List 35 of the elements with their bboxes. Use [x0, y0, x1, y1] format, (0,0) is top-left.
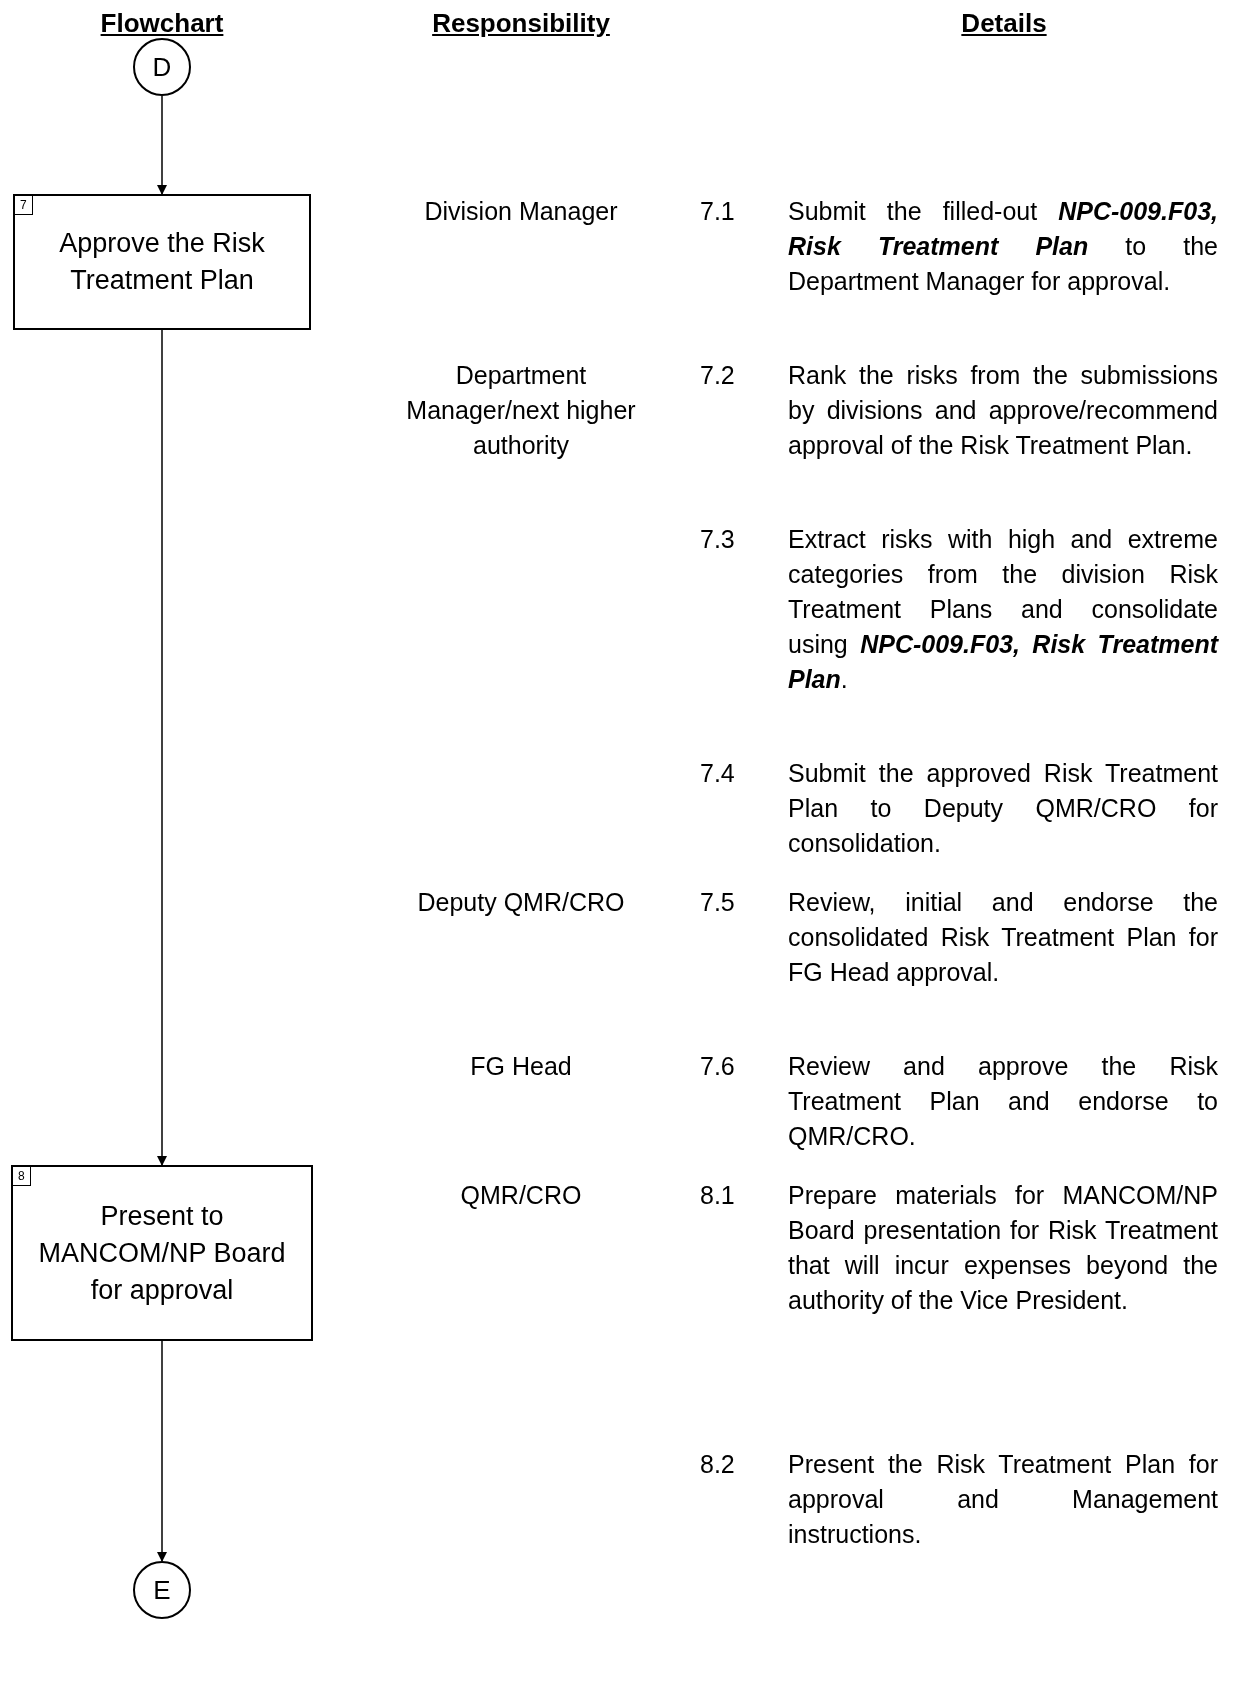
detail-text: Submit the approved Risk Treatment Plan to Deputy QMR/CRO for consolidation.: [788, 758, 1218, 859]
step-number: 7.6: [700, 1051, 736, 1082]
step-number: 7.2: [700, 360, 736, 391]
step-number: 7: [15, 196, 33, 215]
step-number: 7.1: [700, 196, 736, 227]
detail-text: Present the Risk Treatment Plan for approval and Management instructions.: [788, 1449, 1218, 1550]
responsibility-text: QMR/CRO: [459, 1180, 583, 1211]
responsibility-text: Deputy QMR/CRO: [416, 887, 626, 918]
detail-text: Prepare materials for MANCOM/NP Board presentation for Risk Treatment that will incur expenses beyond the authority of the Vice President.: [788, 1180, 1218, 1316]
column-header: Responsibility: [431, 8, 611, 39]
responsibility-text: Department Manager/next higher authority: [405, 360, 637, 461]
detail-text: Review and approve the Risk Treatment Plan and endorse to QMR/CRO.: [788, 1051, 1218, 1152]
step-number: 7.4: [700, 758, 736, 789]
responsibility-text: FG Head: [469, 1051, 573, 1082]
step-number: 8: [13, 1167, 31, 1186]
process-box: [11, 1165, 313, 1341]
detail-text: Extract risks with high and extreme categories from the division Risk Treatment Plans and consolidate using NPC-009.F03, Risk Treatment Plan.: [788, 524, 1218, 695]
arrow: [157, 329, 167, 1166]
step-number: 7.3: [700, 524, 736, 555]
step-number: 7.5: [700, 887, 736, 918]
arrow: [157, 1340, 167, 1562]
detail-text: Submit the filled-out NPC-009.F03, Risk Treatment Plan to the Department Manager for approval.: [788, 196, 1218, 297]
detail-text: Review, initial and endorse the consolidated Risk Treatment Plan for FG Head approval.: [788, 887, 1218, 988]
process-box: [13, 194, 311, 330]
responsibility-text: Division Manager: [423, 196, 619, 227]
step-number: 8.1: [700, 1180, 736, 1211]
process-text: Present to MANCOM/NP Board for approval: [37, 1199, 287, 1307]
detail-text: Rank the risks from the submissions by divisions and approve/recommend approval of the Risk Treatment Plan.: [788, 360, 1218, 461]
connector-circle: E: [133, 1561, 191, 1619]
column-header: Details: [960, 8, 1048, 39]
process-text: Approve the Risk Treatment Plan: [58, 227, 266, 297]
column-header: Flowchart: [99, 8, 225, 39]
connector-circle: D: [133, 38, 191, 96]
step-number: 8.2: [700, 1449, 736, 1480]
arrow: [157, 95, 167, 195]
